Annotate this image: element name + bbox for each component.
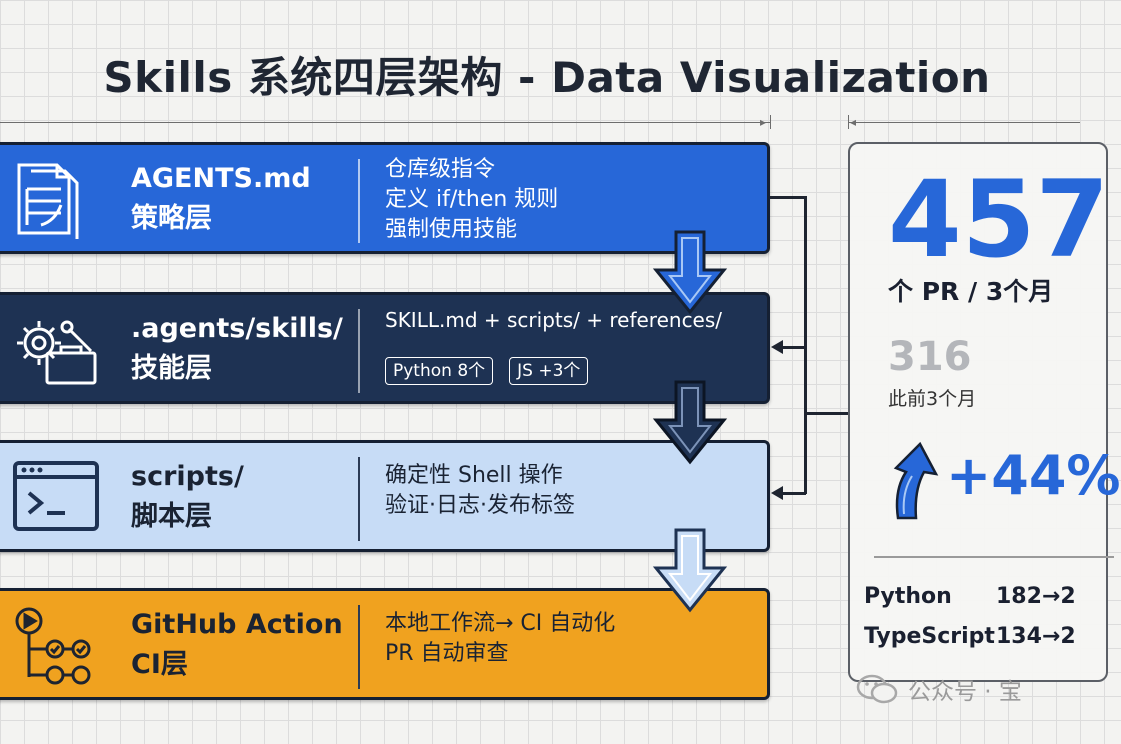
trend-up-arrow-icon (893, 441, 939, 520)
layer-name: .agents/skills/ 技能层 (131, 309, 343, 389)
page-title: Skills 系统四层架构 - Data Visualization (103, 53, 991, 102)
layer-name-line2: 技能层 (131, 353, 212, 384)
layer-name: scripts/ 脚本层 (131, 457, 244, 537)
pr-count-caption: 个 PR / 3个月 (888, 277, 1054, 306)
workflow-icon (15, 607, 91, 685)
dimension-line-right (848, 122, 1080, 123)
layer-name: AGENTS.md 策略层 (131, 159, 311, 239)
layer-name-line1: scripts/ (131, 461, 244, 492)
layer-desc-line: PR 自动审查 (385, 641, 509, 666)
dimension-tick (848, 115, 849, 129)
language-tags: Python 8个 JS +3个 (385, 357, 589, 385)
connector-vertical (804, 196, 807, 494)
connector-layer2 (782, 346, 806, 349)
watermark-text: 公众号 · 宝 (908, 679, 1022, 705)
growth-percentage: +44% (946, 444, 1121, 507)
layer-desc-line: 确定性 Shell 操作 (385, 463, 563, 488)
dimension-arrow: ◂ (850, 115, 857, 129)
language-name: Python (864, 584, 952, 609)
tag-js: JS +3个 (509, 357, 589, 385)
layer-desc-line: 仓库级指令 (385, 157, 496, 182)
dimension-arrow: ▸ (760, 115, 767, 129)
layer-name-line1: AGENTS.md (131, 163, 311, 194)
previous-pr-count: 316 (888, 334, 972, 380)
layer-name-line2: 策略层 (131, 203, 212, 234)
layer-description: SKILL.md + scripts/ + references/ (385, 305, 722, 335)
layer-ci: GitHub Action CI层 本地工作流→ CI 自动化 PR 自动审查 (0, 588, 770, 700)
layer-description: 仓库级指令 定义 if/then 规则 强制使用技能 (385, 155, 558, 245)
layer-skills: .agents/skills/ 技能层 SKILL.md + scripts/ … (0, 292, 770, 404)
layer-scripts: scripts/ 脚本层 确定性 Shell 操作 验证·日志·发布标签 (0, 440, 770, 552)
language-value: 134→2 (996, 624, 1076, 649)
dimension-tick (770, 115, 771, 129)
connector-arrowhead (771, 486, 783, 500)
layer-name-line2: 脚本层 (131, 501, 212, 532)
layer-name-line1: GitHub Action (131, 609, 343, 640)
language-name: TypeScript (864, 624, 995, 649)
layer-desc-line: 本地工作流→ CI 自动化 (385, 611, 616, 636)
tag-python: Python 8个 (385, 357, 494, 385)
layer-desc-line: 验证·日志·发布标签 (385, 493, 575, 518)
language-value: 182→2 (996, 584, 1076, 609)
stats-divider (874, 556, 1114, 558)
layer-name-line2: CI层 (131, 649, 188, 680)
gear-toolbox-icon (17, 320, 97, 385)
pr-count: 457 (888, 158, 1110, 281)
language-row-typescript: TypeScript 134→2 (864, 624, 1076, 649)
layer-policy: AGENTS.md 策略层 仓库级指令 定义 if/then 规则 强制使用技能 (0, 142, 770, 254)
flow-arrow-down-2 (652, 380, 728, 465)
connector-layer1 (770, 196, 806, 199)
connector-arrowhead (771, 340, 783, 354)
layer-divider (358, 159, 360, 243)
layer-desc-line: 强制使用技能 (385, 217, 518, 242)
terminal-icon (13, 461, 99, 531)
layer-description: 确定性 Shell 操作 验证·日志·发布标签 (385, 461, 575, 521)
layer-name-line1: .agents/skills/ (131, 313, 343, 344)
language-row-python: Python 182→2 (864, 584, 1076, 609)
flow-arrow-down-1 (652, 230, 728, 315)
layer-desc-line: SKILL.md + scripts/ + references/ (385, 308, 723, 332)
watermark: 公众号 · 宝 (856, 672, 1022, 706)
dimension-line-left (0, 122, 770, 123)
flow-arrow-down-3 (652, 528, 728, 613)
previous-pr-caption: 此前3个月 (888, 388, 977, 410)
document-icon (17, 163, 79, 239)
wechat-icon (856, 674, 898, 704)
stats-panel: 457 个 PR / 3个月 316 此前3个月 +44% Python 182… (848, 142, 1121, 682)
layer-divider (358, 605, 360, 689)
layer-desc-line: 定义 if/then 规则 (385, 187, 559, 212)
connector-to-stats (804, 412, 848, 415)
connector-layer3 (782, 492, 806, 495)
layer-divider (358, 457, 360, 541)
layer-divider (358, 309, 360, 393)
layer-description: 本地工作流→ CI 自动化 PR 自动审查 (385, 609, 615, 669)
layer-name: GitHub Action CI层 (131, 605, 343, 685)
